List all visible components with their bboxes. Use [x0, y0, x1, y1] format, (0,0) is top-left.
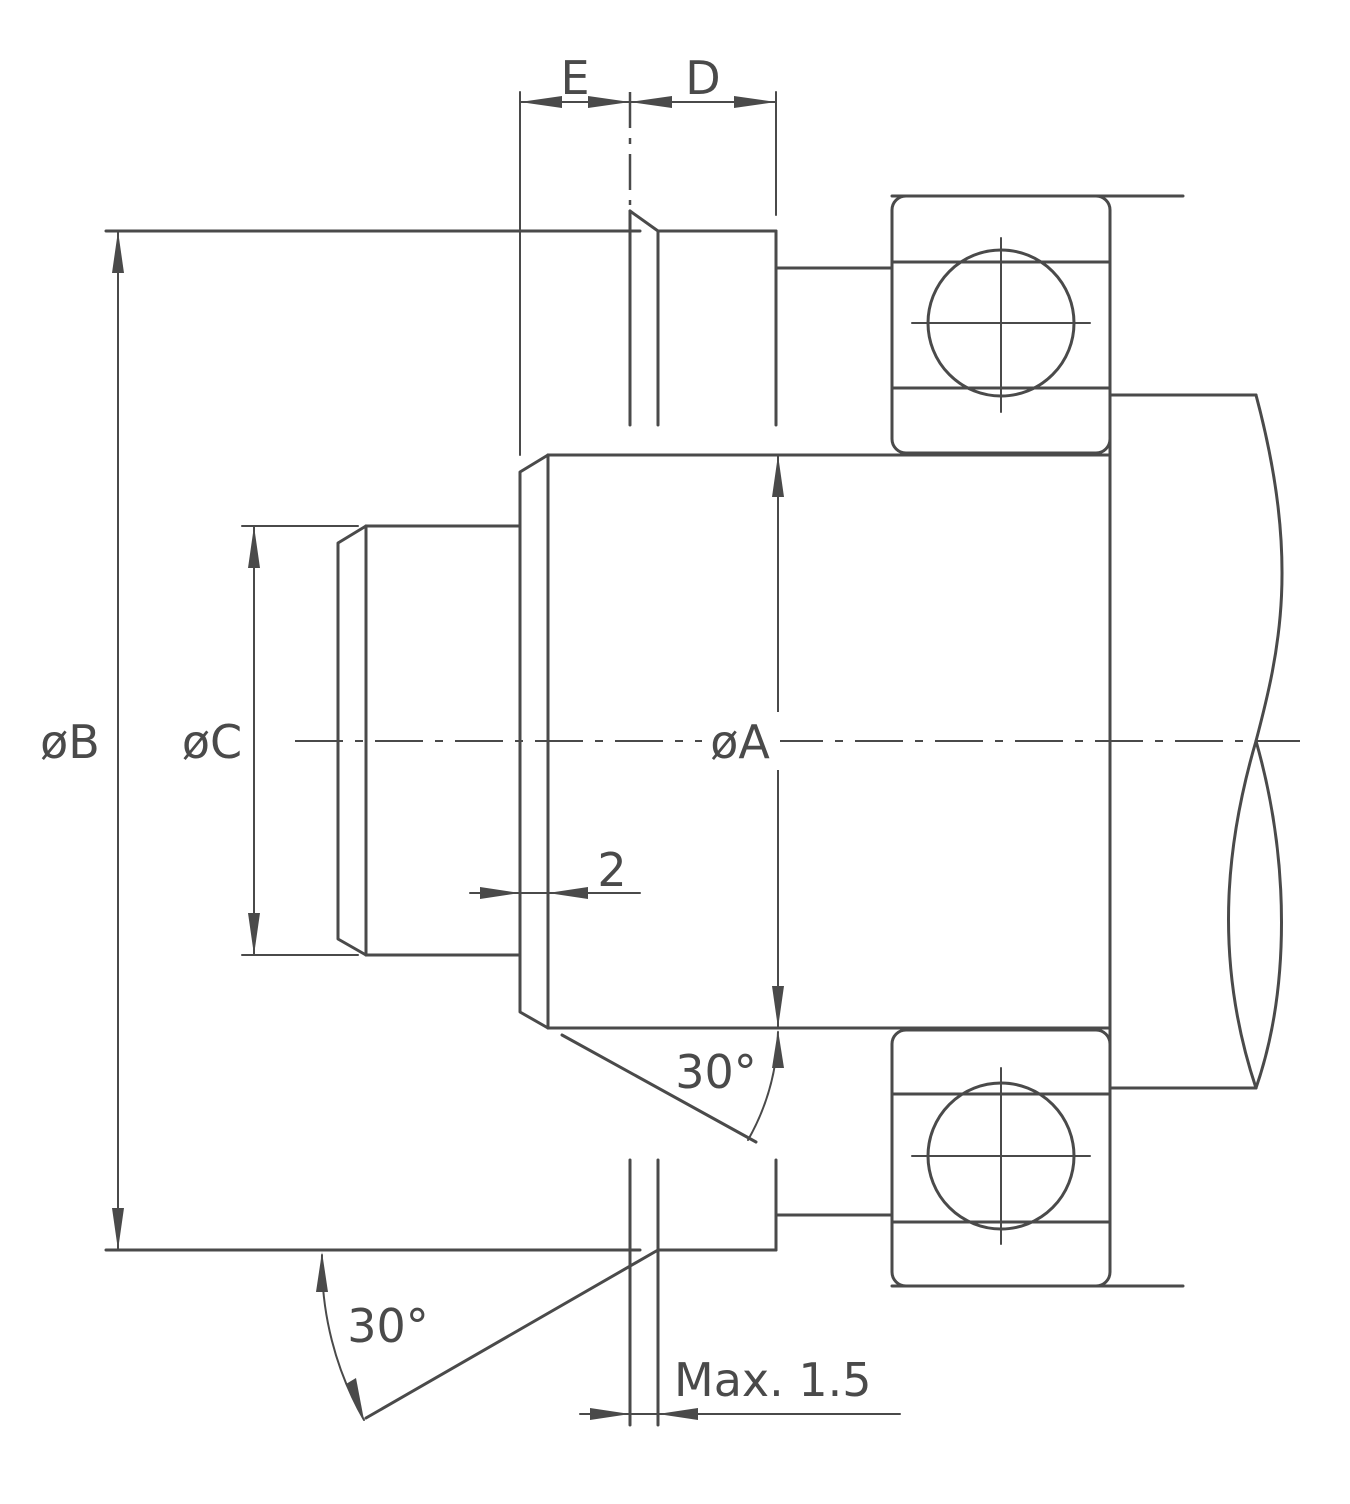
angle-30-lower [316, 1252, 365, 1421]
label-dia-c: øC [182, 715, 242, 769]
label-2: 2 [597, 843, 626, 897]
shaft-journal [336, 524, 522, 957]
housing-lower [104, 1158, 894, 1427]
shaft-break [1108, 393, 1284, 1090]
label-e: E [560, 51, 589, 105]
label-angle-upper: 30° [675, 1045, 757, 1099]
dimension-e-d [519, 91, 777, 456]
dimension-a [772, 454, 784, 1029]
dimension-max [579, 1408, 901, 1420]
bearing-lower [890, 1028, 1185, 1288]
chamfer-line-upper [560, 1033, 758, 1144]
label-d: D [685, 51, 720, 105]
dimension-2 [469, 887, 641, 899]
angle-30-upper [747, 1030, 784, 1141]
bearing-upper [890, 194, 1185, 455]
dimension-c [241, 525, 359, 956]
label-dia-a: øA [710, 715, 770, 769]
dimension-b [112, 230, 124, 1251]
label-angle-lower: 30° [347, 1299, 429, 1353]
label-dia-b: øB [40, 715, 100, 769]
shaft-body [518, 393, 1112, 1090]
label-dia-a-bg [702, 712, 780, 770]
housing-upper [104, 209, 894, 427]
label-max: Max. 1.5 [674, 1353, 872, 1407]
